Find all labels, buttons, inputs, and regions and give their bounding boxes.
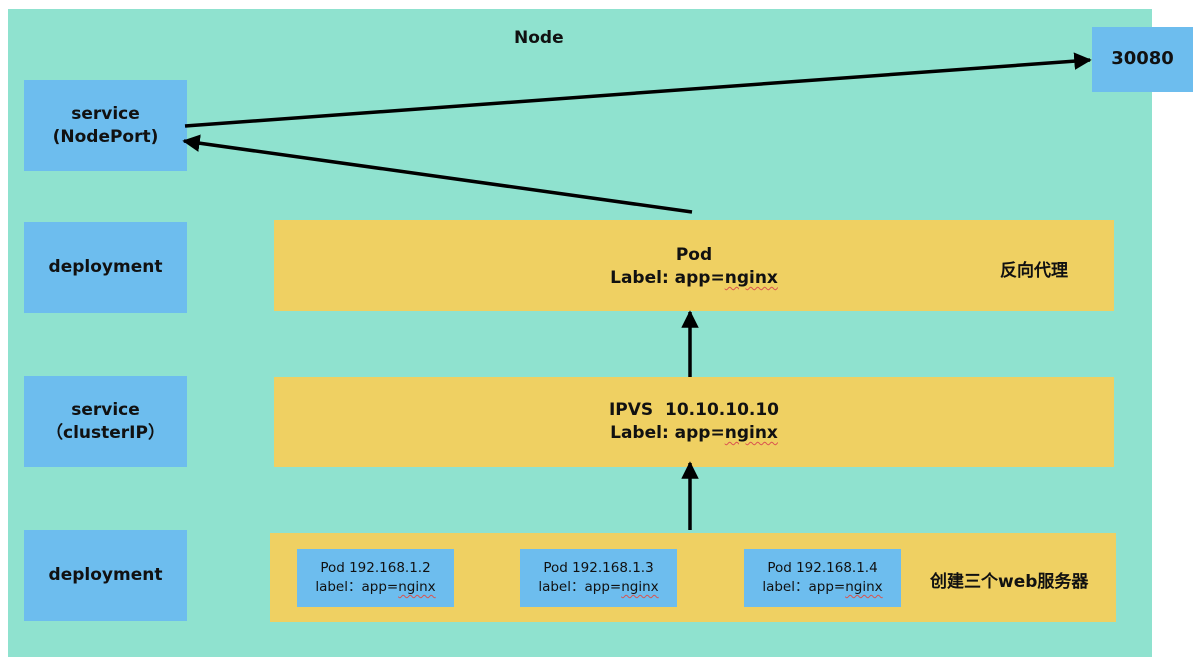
proxy-pod-box: Pod Label: app=nginx 反向代理 (274, 220, 1114, 311)
web-servers-note: 创建三个web服务器 (930, 572, 1089, 592)
service-clusterip-line1: service (71, 399, 140, 420)
node-title: Node (514, 28, 564, 48)
service-nodeport-line1: service (71, 103, 140, 124)
web-pod-1-label: label：app=nginx (315, 579, 436, 595)
deployment-proxy-label: deployment (48, 257, 163, 278)
service-nodeport-box: service (NodePort) (24, 80, 187, 171)
web-pod-2-label: label：app=nginx (538, 579, 659, 595)
proxy-pod-label: Label: app=nginx (610, 267, 778, 288)
deployment-web-label: deployment (48, 565, 163, 586)
service-clusterip-line2: （clusterIP） (46, 422, 165, 443)
nodeport-label: 30080 (1111, 48, 1174, 70)
ipvs-box: IPVS 10.10.10.10 Label: app=nginx (274, 377, 1114, 467)
service-nodeport-line2: (NodePort) (52, 126, 159, 147)
web-pod-2: Pod 192.168.1.3 label：app=nginx (520, 549, 677, 607)
web-pods-box: Pod 192.168.1.2 label：app=nginx Pod 192.… (270, 533, 1116, 622)
nodeport-30080-box: 30080 (1092, 27, 1193, 92)
ipvs-label: Label: app=nginx (610, 422, 778, 443)
deployment-proxy-box: deployment (24, 222, 187, 313)
proxy-pod-title: Pod (675, 245, 713, 265)
web-pod-3-label: label：app=nginx (762, 579, 883, 595)
reverse-proxy-note: 反向代理 (1000, 261, 1068, 281)
web-pod-3: Pod 192.168.1.4 label：app=nginx (744, 549, 901, 607)
ipvs-title: IPVS 10.10.10.10 (608, 400, 780, 420)
deployment-web-box: deployment (24, 530, 187, 621)
web-pod-1-ip: Pod 192.168.1.2 (320, 560, 431, 577)
web-pod-2-ip: Pod 192.168.1.3 (543, 560, 654, 577)
web-pod-3-ip: Pod 192.168.1.4 (767, 560, 878, 577)
service-clusterip-box: service （clusterIP） (24, 376, 187, 467)
web-pod-1: Pod 192.168.1.2 label：app=nginx (297, 549, 454, 607)
